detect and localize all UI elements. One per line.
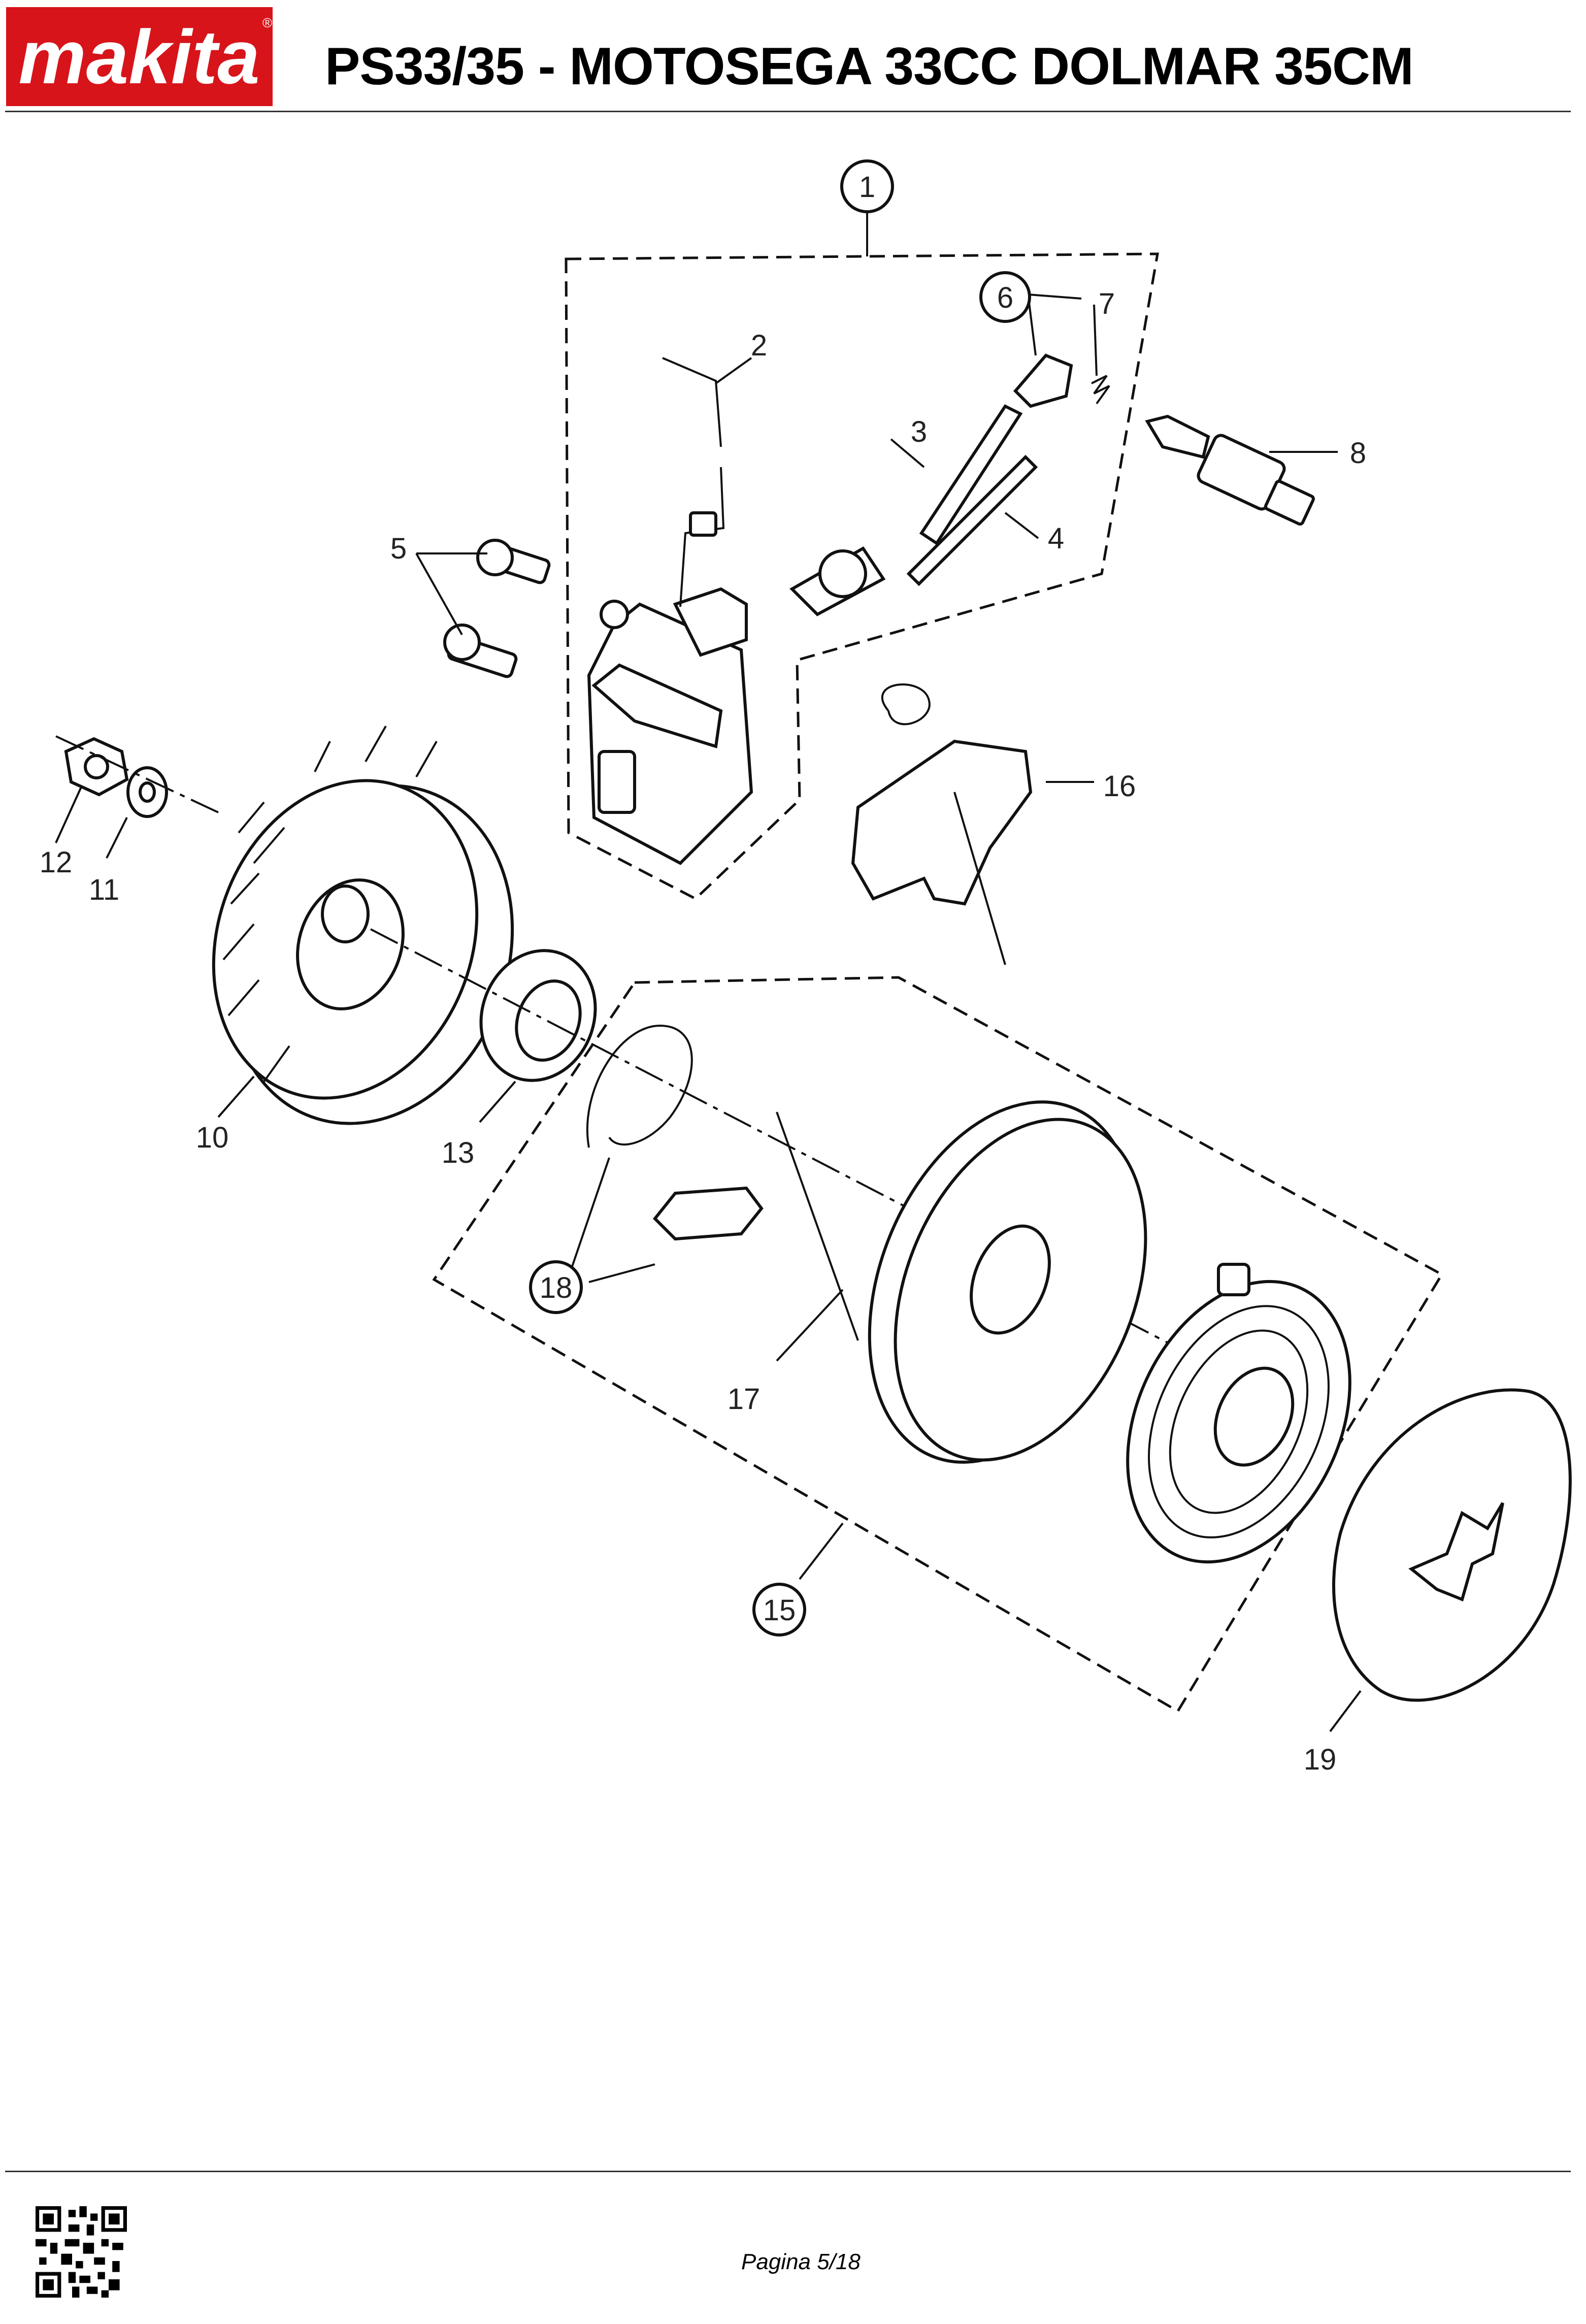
ground-wire <box>662 357 725 607</box>
callout-10: 10 <box>196 1121 229 1154</box>
callout-7: 7 <box>1099 287 1115 320</box>
callout-11: 11 <box>89 873 119 906</box>
ht-lead-sleeve <box>906 454 1038 586</box>
ignition-assembly-boundary <box>565 252 1159 901</box>
callout-4: 4 <box>1048 522 1064 555</box>
callout-circle-6 <box>979 271 1031 323</box>
starter-assembly-boundary <box>432 976 1444 1713</box>
spark-plug <box>1145 414 1315 526</box>
callout-labels: 1 2 3 4 5 6 7 8 10 11 12 13 15 16 17 18 … <box>40 159 1366 1776</box>
footer-divider <box>5 2171 1571 2172</box>
callout-13: 13 <box>442 1136 475 1169</box>
exploded-parts-diagram: 1 2 3 4 5 6 7 8 10 11 12 13 15 16 17 18 … <box>40 159 1572 1776</box>
coil-screws <box>443 539 551 678</box>
qr-code <box>36 2206 127 2298</box>
flywheel <box>212 726 514 1125</box>
starter-handle <box>851 683 1033 965</box>
svg-text:®: ® <box>262 15 272 30</box>
starter-pulley <box>868 1100 1147 1464</box>
makita-logo-text: makita <box>18 14 259 100</box>
ignition-coil <box>587 587 753 865</box>
ht-lead <box>919 404 1023 546</box>
callout-6: 6 <box>997 281 1013 314</box>
recoil-spring <box>1126 1263 1351 1564</box>
starter-cover <box>1332 1388 1572 1702</box>
makita-logo: makita ® <box>6 7 273 106</box>
callout-1: 1 <box>859 171 875 204</box>
callout-circle-1 <box>840 159 894 213</box>
callout-8: 8 <box>1350 437 1366 470</box>
callout-16: 16 <box>1103 770 1136 803</box>
callout-17: 17 <box>728 1383 761 1416</box>
leader-lines <box>55 293 1362 1732</box>
starter-cam <box>652 1186 764 1241</box>
callout-12: 12 <box>40 846 73 879</box>
callout-18: 18 <box>540 1271 573 1304</box>
page-header: makita ® PS33/35 - MOTOSEGA 33CC DOLMAR … <box>0 0 1586 114</box>
callout-19: 19 <box>1304 1743 1337 1776</box>
page-number: Pagina 5/18 <box>741 2249 861 2274</box>
header-divider <box>5 111 1571 112</box>
starter-rope <box>776 1111 859 1341</box>
callout-5: 5 <box>390 532 407 565</box>
cap-spring <box>1091 375 1110 405</box>
callout-3: 3 <box>911 415 927 448</box>
callout-2: 2 <box>751 329 767 362</box>
callout-15: 15 <box>763 1594 796 1627</box>
spring-clip <box>586 1024 693 1148</box>
page-title: PS33/35 - MOTOSEGA 33CC DOLMAR 35CM <box>325 37 1414 96</box>
callout-circle-18 <box>529 1260 583 1314</box>
spark-plug-cap <box>1013 353 1073 408</box>
callout-circle-15 <box>752 1583 806 1636</box>
